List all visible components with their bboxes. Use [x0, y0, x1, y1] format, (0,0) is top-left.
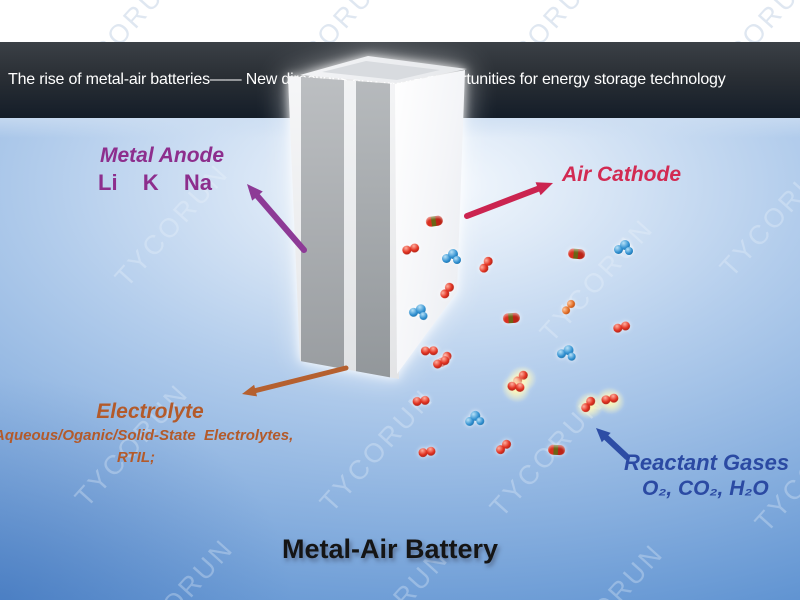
battery-title: Metal-Air Battery [281, 534, 499, 564]
electrolyte-types-label: Aqueous/Oganic/Solid-State Electrolytes, [0, 427, 294, 444]
air-cathode-label: Air Cathode [562, 163, 682, 186]
watermark-text: TYCORUN [544, 538, 670, 600]
element-li: Li [98, 170, 118, 195]
element-na: Na [183, 170, 212, 195]
watermark-text: TYCORUN [759, 543, 800, 600]
metal-anode-label: Metal Anode [99, 144, 225, 167]
rtil-label: RTIL; [116, 449, 156, 466]
anode-elements: Li K Na [98, 170, 212, 196]
watermark-text: TYCORUN [114, 533, 240, 600]
battery-front-face [395, 70, 465, 374]
reactant-gases-label: Reactant Gases [624, 450, 790, 475]
element-k: K [142, 170, 159, 195]
electrolyte-label: Electrolyte [96, 400, 204, 423]
gas-formula-label: O₂, CO₂, H₂O [642, 477, 769, 500]
battery-side-face-layers [288, 76, 399, 379]
